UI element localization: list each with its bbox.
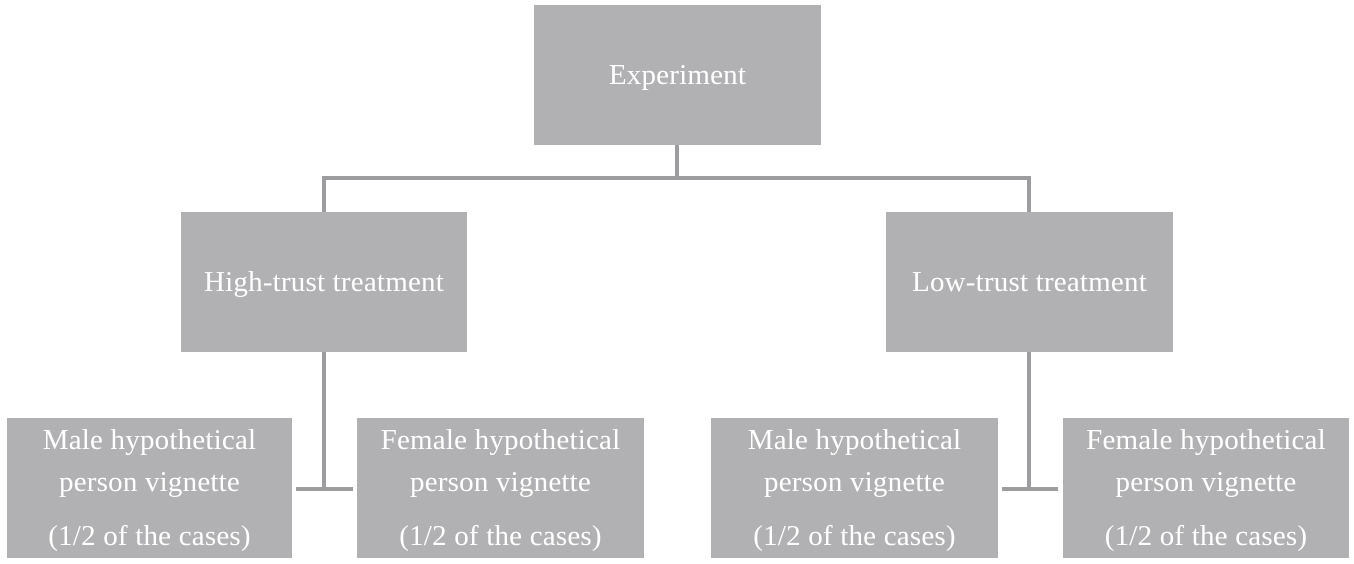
low-trust-male-vignette-node: Male hypothetical person vignette (1/2 o… — [711, 418, 998, 558]
vignette-share: (1/2 of the cases) — [399, 520, 602, 552]
vignette-line2: person vignette — [764, 466, 945, 498]
vignette-line1: Female hypothetical — [380, 424, 621, 456]
low-trust-female-vignette-node: Female hypothetical person vignette (1/2… — [1063, 418, 1349, 558]
vignette-line1: Female hypothetical — [1086, 424, 1326, 456]
high-trust-female-vignette-node: Female hypothetical person vignette (1/2… — [357, 418, 644, 558]
vignette-share: (1/2 of the cases) — [753, 520, 956, 552]
vignette-line1: Male hypothetical — [747, 424, 962, 456]
experiment-label: Experiment — [608, 59, 747, 91]
low-trust-treatment-node: Low-trust treatment — [886, 212, 1173, 352]
high-trust-treatment-label: High-trust treatment — [204, 266, 444, 298]
high-trust-treatment-node: High-trust treatment — [181, 212, 467, 352]
low-trust-treatment-label: Low-trust treatment — [912, 266, 1147, 298]
high-trust-male-vignette-node: Male hypothetical person vignette (1/2 o… — [7, 418, 292, 558]
experiment-node: Experiment — [534, 5, 821, 145]
vignette-share: (1/2 of the cases) — [48, 520, 251, 552]
vignette-line1: Male hypothetical — [42, 424, 257, 456]
vignette-line2: person vignette — [410, 466, 591, 498]
vignette-line2: person vignette — [1115, 466, 1297, 498]
vignette-line2: person vignette — [59, 466, 240, 498]
vignette-share: (1/2 of the cases) — [1104, 520, 1308, 552]
